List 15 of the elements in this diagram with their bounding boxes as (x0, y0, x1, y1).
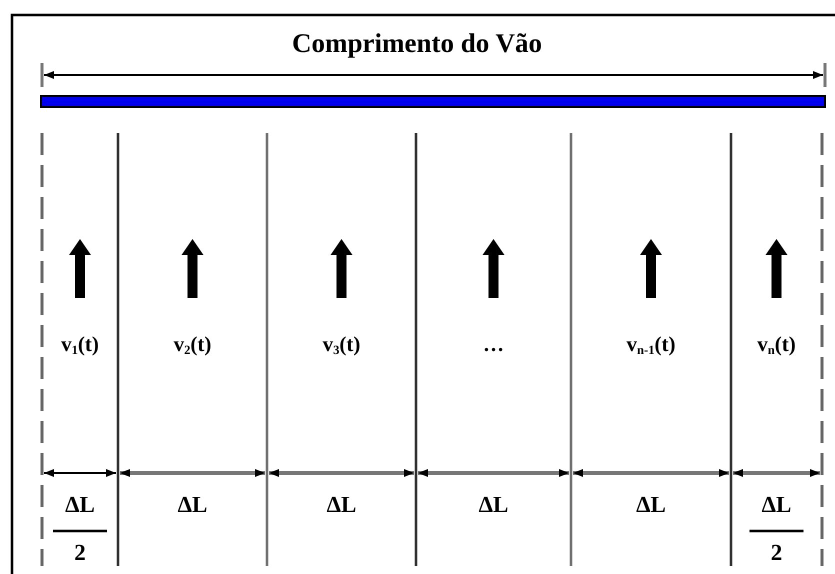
dimension-label: ΔL (478, 493, 508, 516)
dimension-label: Comprimento do Vão (292, 30, 542, 57)
velocity-label: v$_{n}$(t) (757, 334, 796, 357)
dimension-label: ΔL (178, 493, 208, 516)
dimension-label: ΔL (65, 493, 95, 516)
velocity-label: … (483, 334, 504, 355)
velocity-label: v$_{n-1}$(t) (626, 334, 676, 357)
velocity-label: v$_{1}$(t) (61, 334, 99, 357)
dimension-label: ΔL (636, 493, 666, 516)
velocity-label: v$_{3}$(t) (322, 334, 360, 357)
velocity-label: v$_{2}$(t) (174, 334, 212, 357)
dimension-label: ΔL (762, 493, 792, 516)
dimension-label: ΔL (326, 493, 356, 516)
dimension-label: 2 (770, 541, 782, 564)
dimension-label: 2 (74, 541, 86, 564)
